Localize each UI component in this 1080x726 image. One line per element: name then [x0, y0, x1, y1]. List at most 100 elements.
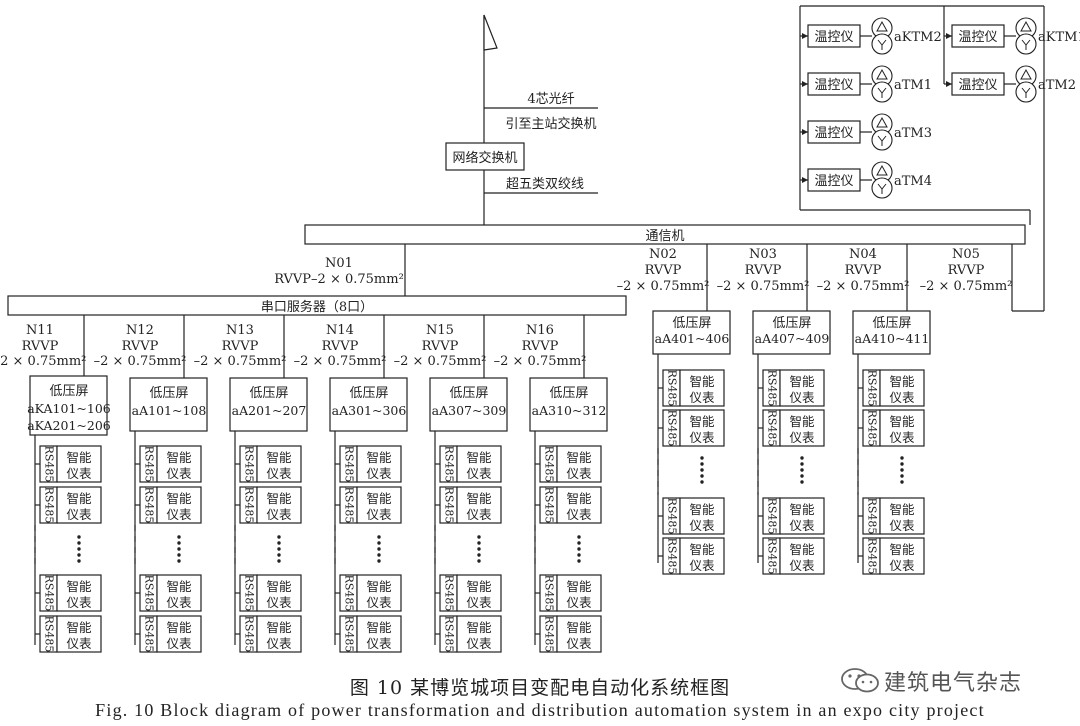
right-branch-4-meter-label: 智能	[889, 374, 915, 389]
network-switch-box	[445, 142, 525, 171]
figure-caption-english: Fig. 10 Block diagram of power transform…	[95, 700, 985, 720]
temp-unit-atm4-transformer-label: aTM4	[894, 174, 932, 189]
left-branch-5-ellipsis	[477, 547, 481, 551]
temp-unit-aktm1-controller-label: 温控仪	[958, 30, 997, 45]
left-branch-3-cable-label: RVVP	[222, 339, 259, 354]
right-branch-4-meter-label: 智能	[889, 502, 915, 517]
temp-unit-aktm2-transformer-label: aKTM2	[894, 30, 942, 45]
left-branch-3-meter-box	[256, 486, 302, 524]
left-branch-6-rs485-label: RS485	[543, 446, 556, 483]
temp-unit-aktm1-winding	[1015, 33, 1037, 55]
left-branch-6-meter-label: 智能	[566, 450, 592, 465]
right-branch-3-rs485-label: RS485	[766, 498, 779, 535]
left-branch-2-panel-label: 低压屏	[149, 386, 188, 401]
right-branch-2-ellipsis	[700, 456, 704, 460]
right-branch-2-rs485-label: RS485	[666, 370, 679, 407]
left-branch-1-panel-box	[29, 375, 108, 436]
right-branch-3-meter-label: 仪表	[789, 518, 815, 533]
temp-unit-aktm2-controller-box	[807, 24, 861, 48]
right-branch-4-ellipsis	[900, 468, 904, 472]
left-branch-5-rs485-label: RS485	[443, 487, 456, 524]
left-branch-1-rs485-label: RS485	[43, 575, 56, 612]
temp-unit-atm1-arrow-icon	[802, 81, 808, 87]
temp-unit-atm4-controller-box	[807, 168, 861, 192]
left-branch-1-name: N11	[26, 323, 54, 338]
left-branch-5-meter-label: 智能	[466, 491, 492, 506]
left-branch-3-meter-label: 仪表	[266, 507, 292, 522]
right-branch-3-meter-label: 智能	[789, 414, 815, 429]
temp-unit-aktm1-wye-icon	[1021, 39, 1031, 50]
left-branch-2-ellipsis	[177, 541, 181, 545]
left-branch-4-meter-box	[356, 574, 402, 612]
right-branch-2-panel-id: aA401~406	[655, 331, 730, 346]
left-branch-5-panel-label: 低压屏	[449, 386, 488, 401]
left-branch-4-meter-label: 智能	[366, 450, 392, 465]
right-branch-3-ellipsis	[800, 456, 804, 460]
left-branch-6-meter-label: 智能	[566, 620, 592, 635]
serial-server-box	[7, 295, 627, 316]
left-branch-4-ellipsis	[377, 547, 381, 551]
temp-unit-atm1-controller-label: 温控仪	[814, 78, 853, 93]
left-branch-1-meter-label: 智能	[66, 450, 92, 465]
left-branch-2-ellipsis	[177, 535, 181, 539]
right-branch-4-cable-label: –2 × 0.75mm²	[817, 279, 910, 294]
left-branch-3-cable-label: –2 × 0.75mm²	[194, 354, 287, 369]
temp-unit-atm3-winding	[871, 129, 893, 151]
left-branch-3-panel-box	[229, 377, 308, 432]
right-branch-3-meter-label: 智能	[789, 374, 815, 389]
temp-unit-atm1-wye-icon	[877, 87, 887, 98]
left-branch-4-meter-box	[356, 445, 402, 483]
right-branch-4-rs485-label: RS485	[866, 410, 879, 447]
right-branch-3-meter-box	[779, 497, 825, 535]
left-branch-1-panel-id: aKA201~206	[27, 418, 111, 433]
left-branch-6-meter-box	[556, 486, 602, 524]
right-branch-4-meter-label: 仪表	[889, 518, 915, 533]
left-branch-6-meter-label: 仪表	[566, 466, 592, 481]
right-branch-3-panel-id: aA407~409	[755, 331, 830, 346]
right-branch-2-meter-label: 智能	[689, 542, 715, 557]
left-branch-1-panel-id: aKA101~106	[27, 401, 111, 416]
figure-caption-chinese: 图 10 某博览城项目变配电自动化系统框图	[349, 677, 731, 699]
left-branch-4-meter-label: 仪表	[366, 466, 392, 481]
left-branch-4-ellipsis	[377, 535, 381, 539]
right-branch-2-ellipsis	[700, 474, 704, 478]
connection-lines	[34, 5, 1045, 645]
left-branch-5-ellipsis	[477, 535, 481, 539]
right-branch-4-meter-box	[879, 369, 925, 407]
left-branch-2-meter-label: 智能	[166, 491, 192, 506]
cable-label: 超五类双绞线	[506, 176, 584, 192]
right-branch-3-panel-label: 低压屏	[772, 316, 811, 331]
left-branch-4-meter-box	[356, 486, 402, 524]
right-branch-3-name: N03	[749, 247, 777, 262]
left-branch-5-meter-label: 仪表	[466, 636, 492, 651]
left-branch-3-rs485-label: RS485	[243, 616, 256, 653]
left-branch-3-meter-label: 仪表	[266, 636, 292, 651]
serial-server-label: 串口服务器（8口）	[261, 299, 373, 315]
right-branch-4-meter-box	[879, 537, 925, 575]
right-branch-3-ellipsis	[800, 462, 804, 466]
left-branch-3-rs485-label: RS485	[243, 446, 256, 483]
right-branch-4-panel-label: 低压屏	[872, 316, 911, 331]
left-branch-1-ellipsis	[77, 559, 81, 563]
right-branch-4-rs485-label: RS485	[866, 370, 879, 407]
left-branch-2-meter-box	[156, 486, 202, 524]
left-branch-1-meter-box	[56, 445, 102, 483]
left-branch-3-ellipsis	[277, 547, 281, 551]
left-branch-1-meter-label: 智能	[66, 579, 92, 594]
right-branch-3-rs485-label: RS485	[766, 370, 779, 407]
temp-unit-aktm2-winding	[871, 33, 893, 55]
temp-unit-aktm1-transformer-label: aKTM1	[1038, 30, 1080, 45]
left-branch-5-meter-label: 智能	[466, 620, 492, 635]
right-branch-4-ellipsis	[900, 456, 904, 460]
left-branch-1-cable-label: –2 × 0.75mm²	[0, 354, 86, 369]
left-branch-6-meter-label: 智能	[566, 579, 592, 594]
left-branch-1-meter-box	[56, 486, 102, 524]
right-branch-3-meter-box	[779, 409, 825, 447]
left-branch-3-meter-box	[256, 445, 302, 483]
left-branch-5-panel-id: aA307~309	[432, 403, 507, 418]
left-branch-1-meter-box	[56, 574, 102, 612]
left-branch-2-ellipsis	[177, 559, 181, 563]
left-branch-3-meter-label: 智能	[266, 450, 292, 465]
left-branch-6-cable-label: RVVP	[522, 339, 559, 354]
